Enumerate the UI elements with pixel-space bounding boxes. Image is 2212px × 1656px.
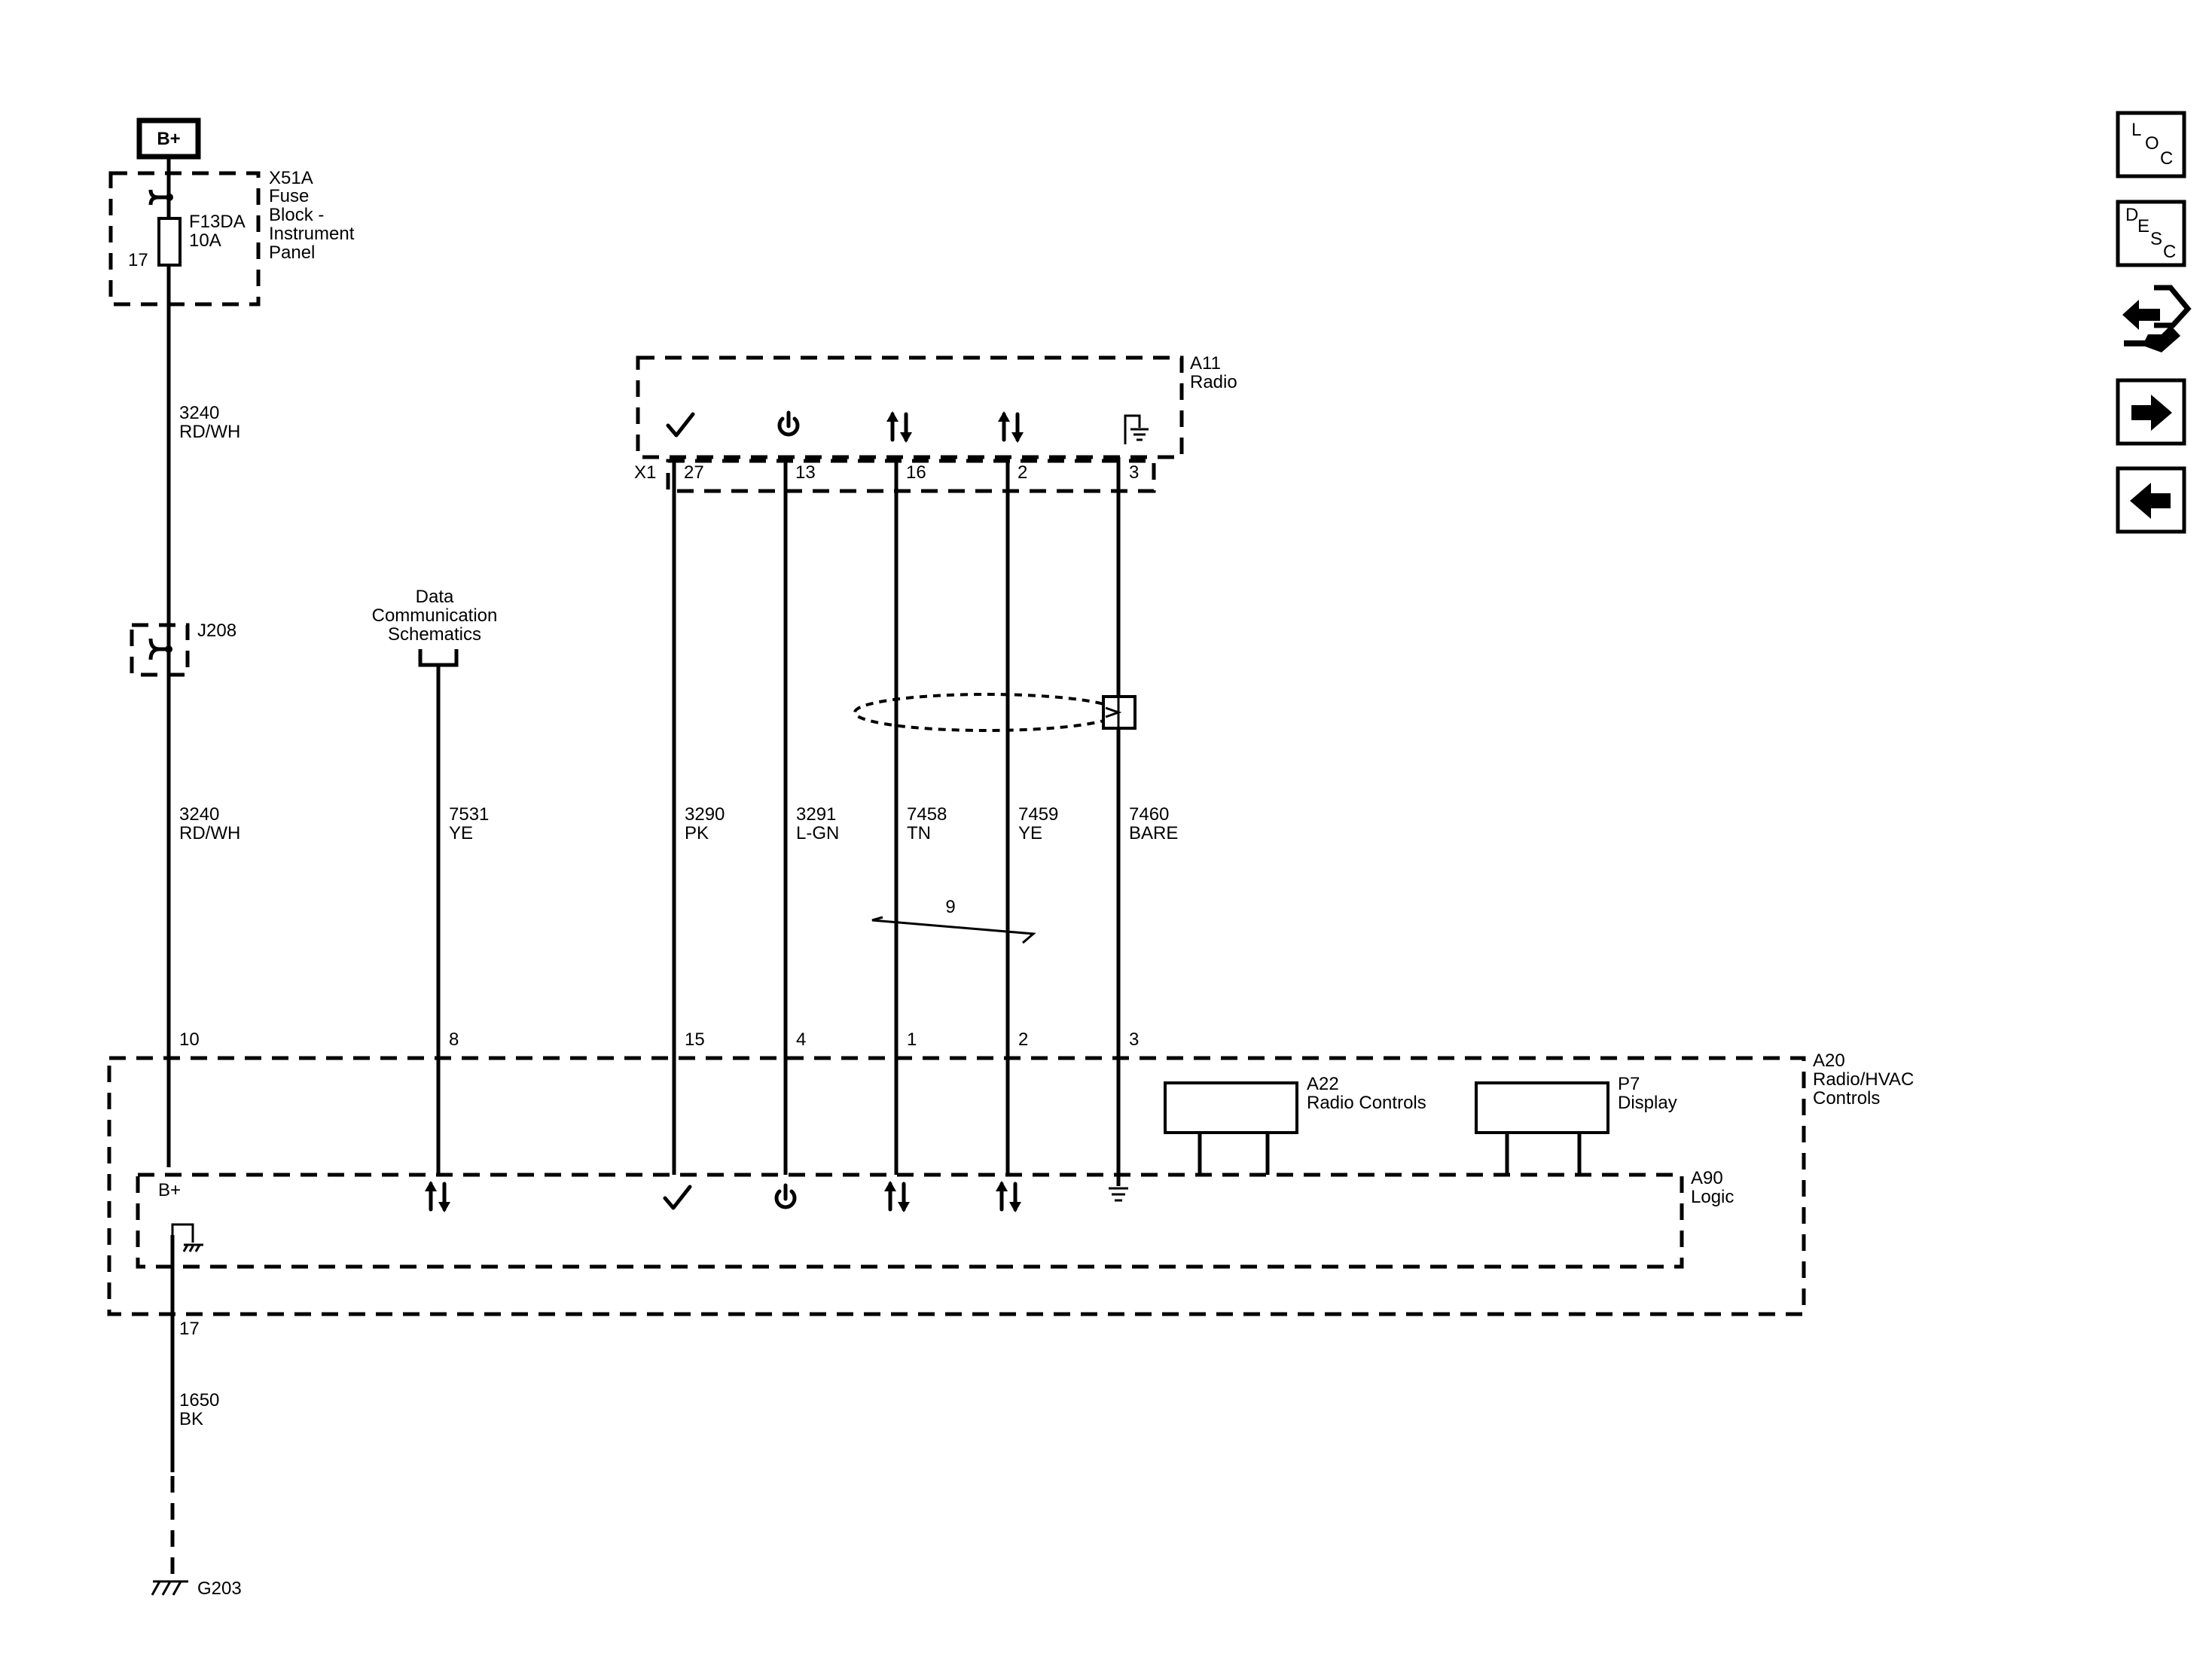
desc-button[interactable]: D E S C	[2116, 200, 2186, 267]
fuse-block-name-4: Panel	[269, 242, 315, 263]
bidirectional-arrows-icon	[886, 411, 912, 443]
wire-7531-bottom-pin: 8	[449, 1029, 459, 1050]
wire-3290-color: PK	[685, 823, 709, 843]
data-comm-line-1: Data	[416, 587, 454, 607]
next-page-arrow-icon	[2131, 395, 2172, 431]
twist-label: 9	[945, 897, 955, 917]
ground-symbol-icon	[1109, 1187, 1128, 1202]
w2-top-pin: 13	[795, 462, 816, 483]
fuse-block-x51a: X51A Fuse Block - Instrument Panel F13DA…	[108, 168, 355, 306]
wire-7459-color: YE	[1018, 823, 1042, 843]
power-icon	[777, 410, 800, 437]
wire-3240-bottom-pin: 10	[179, 1029, 200, 1050]
display-name: Display	[1618, 1093, 1677, 1113]
wire-3290-circuit: 3290	[685, 804, 725, 825]
twisted-pair-indicator: 9	[871, 897, 1036, 944]
w1-bottom-pin: 15	[685, 1029, 705, 1050]
logic-bplus-label: B+	[158, 1180, 181, 1200]
module-id: A20	[1813, 1051, 1845, 1071]
wire-7458-circuit: 7458	[907, 804, 947, 825]
bidirectional-arrows-icon	[996, 1181, 1021, 1212]
w5-top-pin: 3	[1129, 462, 1139, 483]
wire-3240-upper-color: RD/WH	[179, 422, 240, 442]
w2-bottom-pin: 4	[796, 1029, 806, 1050]
previous-page-arrow-icon	[2130, 483, 2171, 519]
fuse-f13da	[157, 217, 182, 267]
wire-7460-color: BARE	[1129, 823, 1178, 843]
bidirectional-arrows-icon	[998, 411, 1024, 443]
power-icon	[774, 1183, 797, 1209]
wire-1650-circuit: 1650	[179, 1390, 219, 1410]
wire-3240-lower-color: RD/WH	[179, 823, 240, 843]
loc-letter-l: L	[2131, 120, 2141, 140]
display-id: P7	[1618, 1074, 1640, 1094]
logic-a90: A90 Logic B+	[136, 1168, 1734, 1269]
chassis-ground-icon	[171, 1223, 203, 1252]
wire-3291-color: L-GN	[796, 823, 839, 843]
module-name-2: Controls	[1813, 1088, 1880, 1109]
fuse-block-name-3: Instrument	[269, 224, 355, 244]
w1-top-pin: 27	[684, 462, 704, 483]
fuse-id: F13DA	[189, 212, 246, 232]
radio-connector-id: X1	[634, 462, 656, 483]
checkmark-icon	[666, 412, 695, 438]
ground-g203: G203	[151, 1578, 242, 1599]
fuse-block-id: X51A	[269, 168, 313, 188]
splice-id: J208	[197, 621, 236, 641]
desc-letter-d: D	[2125, 205, 2138, 225]
wire-3240-lower-circuit: 3240	[179, 804, 219, 825]
next-page-button[interactable]	[2116, 378, 2186, 446]
radio-controls-id: A22	[1307, 1074, 1339, 1094]
wire-1650-color: BK	[179, 1409, 203, 1429]
ground-point-id: G203	[197, 1578, 242, 1599]
battery-bplus: B+	[136, 117, 201, 160]
battery-label: B+	[157, 129, 180, 149]
fuse-rating: 10A	[189, 230, 221, 251]
desc-letter-e: E	[2137, 216, 2149, 236]
wire-7531-circuit: 7531	[449, 804, 489, 825]
w5-bottom-pin: 3	[1129, 1029, 1139, 1050]
bidirectional-arrows-icon	[884, 1181, 910, 1212]
bidirectional-arrows-icon	[425, 1181, 450, 1212]
previous-page-button[interactable]	[2116, 466, 2186, 534]
connector-end-view-icon[interactable]	[2122, 285, 2192, 352]
fuse-block-name-1: Fuse	[269, 186, 309, 206]
desc-letter-c: C	[2163, 242, 2176, 262]
w4-bottom-pin: 2	[1018, 1029, 1028, 1050]
ground-symbol-icon	[1124, 414, 1149, 444]
data-communication-reference: Data Communication Schematics 7531 YE 8	[372, 587, 498, 1175]
w4-top-pin: 2	[1018, 462, 1027, 483]
logic-name: Logic	[1691, 1187, 1734, 1207]
loc-button[interactable]: L O C	[2116, 111, 2186, 178]
loc-letter-c: C	[2160, 148, 2173, 169]
w3-top-pin: 16	[906, 462, 926, 483]
w3-bottom-pin: 1	[907, 1029, 917, 1050]
wire-3291-circuit: 3291	[796, 804, 836, 825]
logic-id: A90	[1691, 1168, 1723, 1188]
logic-ground-pin: 17	[179, 1319, 200, 1339]
wire-7459-circuit: 7459	[1018, 804, 1058, 825]
wire-3240-upper-circuit: 3240	[179, 403, 219, 423]
wire-7458-color: TN	[907, 823, 931, 843]
module-a20: A20 Radio/HVAC Controls	[107, 1051, 1914, 1316]
data-comm-line-2: Communication	[372, 605, 498, 626]
checkmark-icon	[663, 1185, 692, 1210]
radio-name: Radio	[1190, 372, 1237, 392]
data-comm-line-3: Schematics	[388, 624, 481, 645]
fuse-block-pin: 17	[128, 250, 148, 270]
wire-7460-circuit: 7460	[1129, 804, 1169, 825]
display-p7: P7 Display	[1475, 1074, 1677, 1175]
radio-controls-a22: A22 Radio Controls	[1164, 1074, 1426, 1175]
splice-j208: J208	[130, 621, 236, 677]
radio-a11: A11 Radio X1 27 13 16 2	[634, 353, 1237, 493]
wire-7531-color: YE	[449, 823, 473, 843]
fuse-block-name-2: Block -	[269, 205, 324, 225]
cable-shield	[853, 693, 1137, 732]
desc-letter-s: S	[2150, 229, 2162, 249]
module-name-1: Radio/HVAC	[1813, 1069, 1914, 1090]
radio-id: A11	[1190, 353, 1221, 374]
loc-letter-o: O	[2145, 133, 2159, 154]
radio-controls-name: Radio Controls	[1307, 1093, 1426, 1113]
